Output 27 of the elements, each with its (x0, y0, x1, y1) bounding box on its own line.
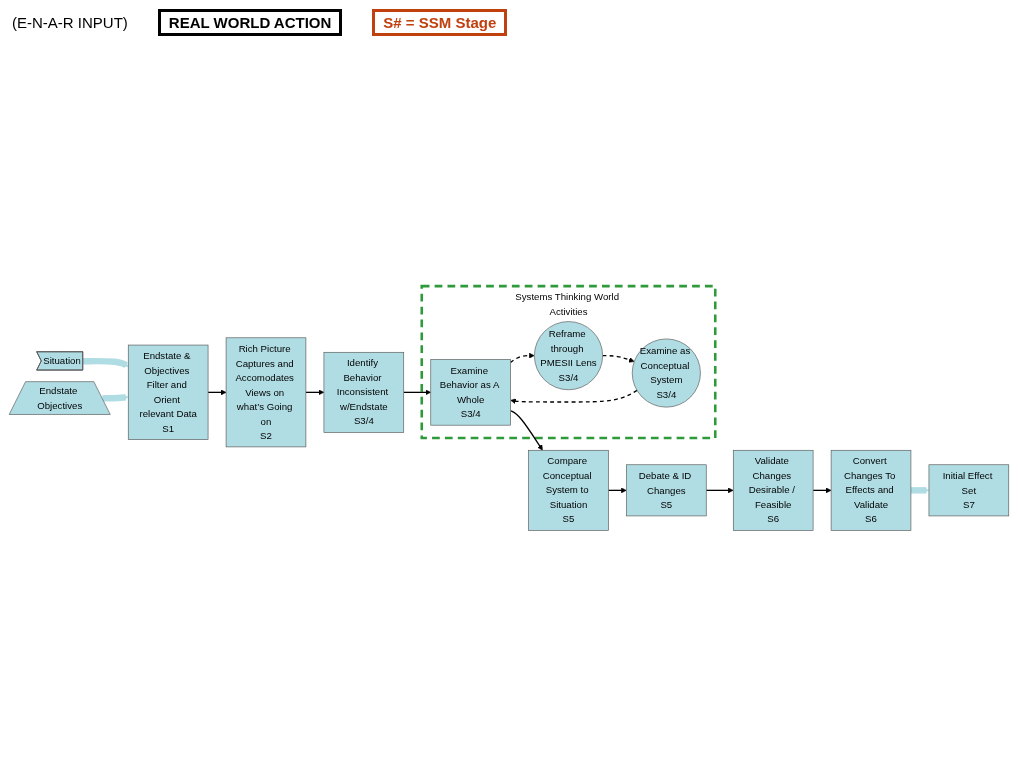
section-label: REAL WORLD ACTION (157, 8, 343, 36)
arrow (403, 389, 432, 395)
arrow (607, 487, 627, 493)
node-circle: Reframe through PMESII Lens S3/4 (534, 320, 603, 390)
node-box: Debate & ID Changes S5 (626, 464, 707, 516)
node-box: Compare Conceptual System to Situation S5 (528, 449, 609, 531)
node-box: Endstate & Objectives Filter and Orient relevant Data S1 (127, 344, 209, 440)
node-box: Validate Changes Desirable / Feasible S6 (733, 449, 814, 531)
input-note: (E-N-A-R INPUT) (12, 13, 128, 31)
node-box: Convert Changes To Effects and Validate S6 (830, 449, 912, 531)
arrow (207, 389, 227, 395)
arrow (909, 486, 930, 494)
node-box: Initial Effect Set S7 (928, 464, 1010, 516)
arrow (510, 389, 638, 404)
arrow (812, 487, 832, 493)
arrow (509, 409, 543, 451)
arrow (101, 393, 129, 402)
arrow (705, 487, 734, 493)
node-box: Rich Picture Captures and Accomodates Views on what’s Going on S2 (225, 337, 307, 447)
arrow (83, 357, 129, 368)
arrow (509, 352, 535, 363)
node-circle: Examine as Conceptual System S3/4 (631, 338, 701, 408)
arrow (602, 354, 635, 363)
node-box: Examine Behavior as A Whole S3/4 (430, 358, 511, 426)
legend-note: S# = SSM Stage (372, 8, 508, 36)
node-box: Identify Behavior Inconsistent w/Endstate S3/4 (323, 351, 405, 433)
arrow (305, 389, 325, 395)
